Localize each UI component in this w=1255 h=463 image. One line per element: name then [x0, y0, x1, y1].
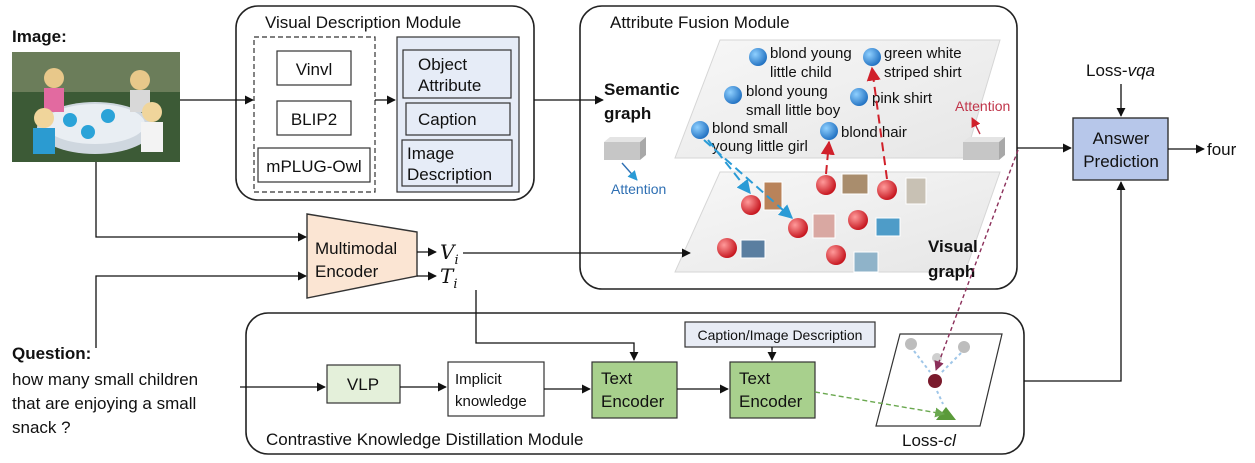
cl-node-gray-3 — [932, 353, 942, 363]
blue-attention-link-2 — [707, 139, 751, 195]
cl-node-gray-2 — [958, 341, 970, 353]
visual-node-1 — [741, 195, 761, 215]
visual-node-4 — [788, 218, 808, 238]
semantic-node-4-line-1: pink shirt — [872, 90, 933, 107]
semantic-node-4 — [850, 88, 868, 106]
text-encoder-2-line-1: Text — [739, 369, 770, 388]
caption-input-label: Caption/Image Description — [698, 327, 863, 343]
semantic-node-5-line-1: blond small — [712, 120, 788, 137]
encoder-label-2: Encoder — [315, 262, 379, 281]
text-feature-link — [814, 391, 945, 418]
answer-prediction-label-1: Answer — [1093, 129, 1150, 148]
attribute-fusion-module: Attribute Fusion Module Semantic graph V… — [579, 5, 1018, 290]
vlp-label: VLP — [347, 375, 379, 394]
visual-thumb-3 — [905, 177, 927, 205]
implicit-knowledge-1: Implicit — [455, 371, 503, 388]
visual-thumb-5 — [875, 217, 901, 237]
visual-node-5 — [848, 210, 868, 230]
visual-graph-label-1: Visual — [928, 237, 978, 256]
visual-node-2 — [816, 175, 836, 195]
visual-thumb-7 — [853, 251, 879, 273]
semantic-graph-label-1: Semantic — [604, 80, 680, 99]
visual-node-6 — [717, 238, 737, 258]
encoder-label-1: Multimodal — [315, 239, 397, 258]
question-line-3: snack ? — [12, 418, 71, 437]
semantic-node-1-line-2: little child — [770, 64, 832, 81]
vdm-models-group — [253, 36, 376, 193]
question-line-2: that are enjoying a small — [12, 394, 196, 413]
output-description: Description — [407, 165, 492, 184]
semantic-node-2-line-1: green white — [884, 45, 962, 62]
semantic-node-3 — [724, 86, 742, 104]
semantic-graph-label-2: graph — [604, 104, 651, 123]
visual-feature-vi: Vi — [440, 240, 459, 268]
visual-thumb-4 — [812, 213, 836, 239]
attention-cube-left — [604, 137, 646, 160]
attention-arrow-right — [971, 117, 981, 135]
semantic-node-3-line-1: blond young — [746, 83, 828, 100]
semantic-node-6 — [820, 122, 838, 140]
contrastive-module: Contrastive Knowledge Distillation Modul… — [245, 312, 1025, 455]
attention-arrow-left — [621, 162, 638, 181]
output-object: Object — [418, 55, 467, 74]
multimodal-encoder: Multimodal Encoder — [306, 213, 418, 299]
image-label: Image: — [12, 27, 67, 46]
model-blip2: BLIP2 — [291, 110, 337, 129]
output-attribute: Attribute — [418, 76, 481, 95]
model-mplug-owl: mPLUG-Owl — [266, 157, 361, 176]
attention-cube-right — [963, 137, 1005, 160]
visual-thumb-6 — [740, 239, 766, 259]
semantic-node-1 — [749, 48, 767, 66]
text-encoder-1-line-1: Text — [601, 369, 632, 388]
visual-thumb-2 — [841, 173, 869, 195]
question-label: Question: — [12, 344, 91, 363]
text-encoder-1-line-2: Encoder — [601, 392, 665, 411]
semantic-node-6-line-1: blond hair — [841, 124, 907, 141]
vdm-title: Visual Description Module — [265, 13, 461, 32]
model-vinvl: Vinvl — [296, 60, 333, 79]
visual-node-7 — [826, 245, 846, 265]
connectors — [95, 84, 1205, 394]
answer-prediction-label-2: Prediction — [1083, 152, 1159, 171]
semantic-node-2 — [863, 48, 881, 66]
semantic-node-5 — [691, 121, 709, 139]
implicit-knowledge-2: knowledge — [455, 393, 527, 410]
visual-graph-label-2: graph — [928, 262, 975, 281]
answer-output: four — [1207, 140, 1237, 159]
visual-description-module: Visual Description Module Vinvl BLIP2 mP… — [235, 5, 535, 201]
visual-thumb-1 — [763, 181, 783, 211]
red-attention-link-1 — [820, 140, 835, 175]
semantic-node-2-line-2: striped shirt — [884, 64, 962, 81]
question-line-1: how many small children — [12, 370, 198, 389]
semantic-node-3-line-2: small little boy — [746, 102, 841, 119]
red-attention-link-2 — [866, 66, 888, 180]
visual-node-3 — [877, 180, 897, 200]
semantic-node-1-line-1: blond young — [770, 45, 852, 62]
loss-vqa-label: Loss-vqa — [1086, 61, 1155, 80]
output-caption: Caption — [418, 110, 477, 129]
output-image: Image — [407, 144, 454, 163]
attention-label-left: Attention — [611, 181, 666, 197]
input-photo — [12, 52, 180, 162]
cl-node-gray-1 — [905, 338, 917, 350]
answer-prediction-box — [1072, 117, 1169, 181]
cl-anchor-node — [928, 374, 942, 388]
text-feature-ti: Ti — [440, 264, 458, 292]
afm-title: Attribute Fusion Module — [610, 13, 790, 32]
text-encoder-2-line-2: Encoder — [739, 392, 803, 411]
loss-cl-label: Loss-cl — [902, 431, 957, 450]
ckd-title: Contrastive Knowledge Distillation Modul… — [266, 430, 584, 449]
attention-label-right: Attention — [955, 98, 1010, 114]
semantic-node-5-line-2: young little girl — [712, 138, 808, 155]
